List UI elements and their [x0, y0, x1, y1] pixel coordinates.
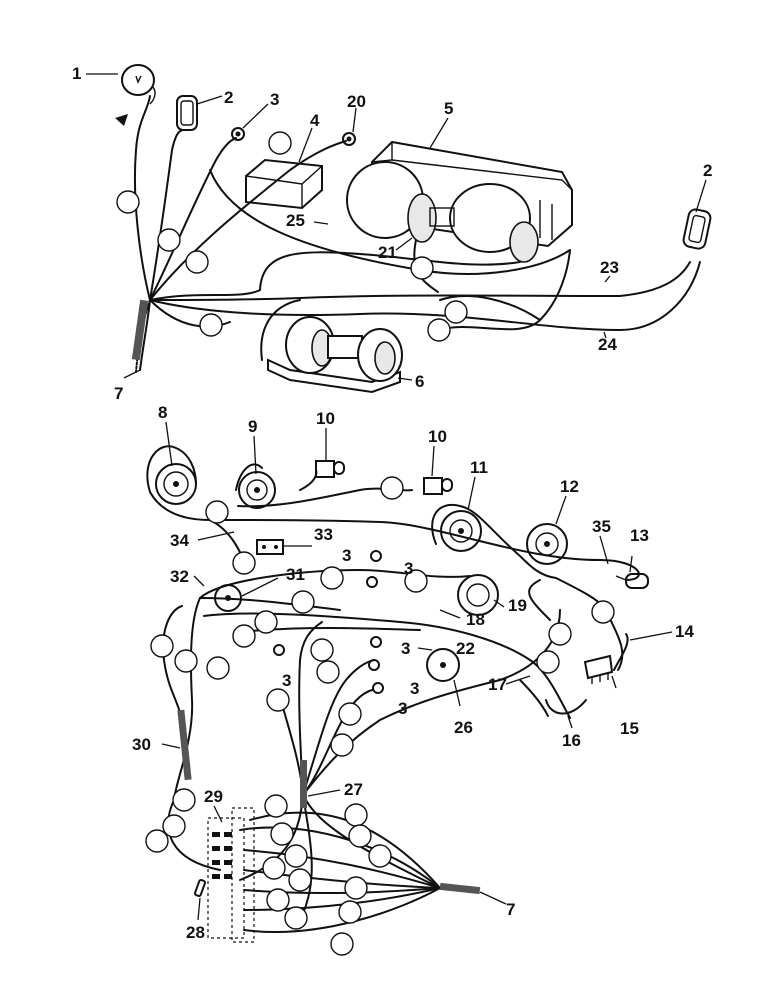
lower-leader-lines: [161, 421, 673, 921]
callout-18: 18: [466, 610, 485, 629]
upper-callout-bubbles: [116, 131, 468, 342]
part-13-bulb: [615, 573, 649, 589]
part-26-switch: [426, 648, 460, 682]
callout-1: 1: [72, 64, 81, 83]
callout-29: 29: [204, 787, 223, 806]
callout-13: 13: [630, 526, 649, 545]
callout-14: 14: [675, 622, 694, 641]
part-3-switch-top: [231, 127, 245, 141]
callout-28: 28: [186, 923, 205, 942]
callout-33: 33: [314, 525, 333, 544]
callout-11: 11: [470, 458, 488, 477]
callout-3-e: 3: [282, 671, 291, 690]
callout-9: 9: [248, 417, 257, 436]
callout-23: 23: [600, 258, 619, 277]
callout-labels: 1 2 3 20 5 4 2 25 21 23 24 7 6 8 9 10 10…: [72, 64, 712, 942]
arrow-icon: [115, 114, 128, 126]
callout-3-d: 3: [401, 639, 410, 658]
callout-31: 31: [286, 565, 305, 584]
part-3-switch-group: [273, 550, 384, 694]
callout-2-right: 2: [703, 161, 712, 180]
sleeve-30: [177, 709, 192, 781]
part-15-relay: [583, 654, 614, 684]
callout-34: 34: [170, 531, 189, 550]
part-19-gauge: [457, 574, 499, 616]
callout-3-f: 3: [410, 679, 419, 698]
part-2-lamp-left: [176, 95, 198, 131]
callout-25: 25: [286, 211, 305, 230]
callout-16: 16: [562, 731, 581, 750]
callout-30: 30: [132, 735, 151, 754]
callout-22: 22: [456, 639, 475, 658]
part-5-blower-housing: [346, 140, 573, 263]
callout-12: 12: [560, 477, 579, 496]
part-29-fuse-block: [207, 807, 255, 943]
callout-21: 21: [378, 243, 397, 262]
callout-32: 32: [170, 567, 189, 586]
part-4-control-box: [245, 158, 323, 210]
callout-10-left: 10: [316, 409, 335, 428]
upper-harness-wires: [133, 95, 701, 373]
callout-19: 19: [508, 596, 527, 615]
part-9-gauge: [238, 471, 276, 509]
callout-3-c: 3: [404, 559, 413, 578]
callout-7: 7: [114, 384, 123, 403]
part-6-blower-motor: [267, 316, 403, 394]
callout-5: 5: [444, 99, 453, 118]
lower-harness-assembly: [145, 421, 673, 956]
part-10-lamp-left: [315, 460, 345, 478]
upper-leader-lines: [86, 73, 707, 381]
sleeve-7-lower: [439, 882, 481, 895]
part-11-gauge: [440, 510, 482, 552]
upper-harness-assembly: [86, 64, 712, 394]
callout-17: 17: [488, 675, 507, 694]
callout-10-right: 10: [428, 427, 447, 446]
lower-callout-bubbles: [145, 476, 615, 956]
callout-3: 3: [270, 90, 279, 109]
part-1-round-component: [115, 64, 156, 126]
part-33-box: [256, 539, 284, 555]
callout-3-b: 3: [342, 546, 351, 565]
part-20-switch: [342, 132, 356, 146]
callout-26: 26: [454, 718, 473, 737]
sleeve-27: [300, 760, 307, 808]
callout-15: 15: [620, 719, 639, 738]
callout-27: 27: [344, 780, 363, 799]
part-28-fuse: [194, 879, 206, 897]
callout-20: 20: [347, 92, 366, 111]
callout-24: 24: [598, 335, 617, 354]
callout-2: 2: [224, 88, 233, 107]
callout-4: 4: [310, 111, 320, 130]
callout-8: 8: [158, 403, 167, 422]
callout-7-lower: 7: [506, 900, 515, 919]
callout-35: 35: [592, 517, 611, 536]
part-8-gauge: [155, 463, 197, 505]
callout-6: 6: [415, 372, 424, 391]
callout-3-g: 3: [398, 699, 407, 718]
part-10-lamp-right: [423, 477, 453, 495]
part-2-lamp-right: [682, 208, 712, 250]
